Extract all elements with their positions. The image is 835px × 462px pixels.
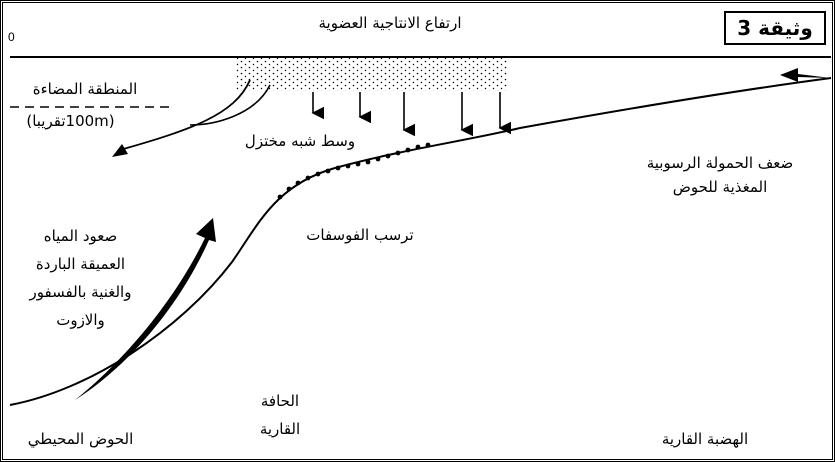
lit-zone-label: المنطقة المضاءة <box>32 80 138 98</box>
low-sediment-label-line2: المغذية للحوض <box>672 178 768 196</box>
organic-production-zone <box>236 57 508 91</box>
document-number-badge: وثيقة 3 <box>724 11 826 45</box>
seafloor-profile <box>9 77 832 406</box>
upwelling-arrow <box>75 218 216 400</box>
surface-zero-label: 0 <box>8 30 15 44</box>
lateral-flow-curve-2 <box>119 79 251 151</box>
sinking-organic-matter-arrows <box>311 92 512 137</box>
lit-zone-depth-label: (100mتقريبا) <box>26 112 115 130</box>
phosphate-deposit-dots <box>277 142 431 200</box>
low-sediment-label-line1: ضعف الحمولة الرسوبية <box>646 154 794 172</box>
organic-production-label: ارتفاع الانتاجية العضوية <box>318 14 462 32</box>
upwelling-label-line2: العميقة الباردة <box>35 255 126 273</box>
incoming-current-arrow <box>780 68 831 82</box>
phosphate-deposit-label: ترسب الفوسفات <box>306 226 414 244</box>
oceanic-basin-label: الحوض المحيطي <box>27 430 134 448</box>
upwelling-label-line1: صعود المياه <box>43 227 118 245</box>
upwelling-label-line3: والغنية بالفسفور <box>29 283 132 301</box>
continental-plateau-label: الهضبة القارية <box>661 430 749 448</box>
upwelling-label-line4: والازوت <box>56 311 105 329</box>
continental-edge-label-line2: القارية <box>259 420 301 438</box>
lateral-flow-arrowhead <box>112 144 128 157</box>
continental-edge-label-line1: الحافة <box>260 392 300 410</box>
semi-reduced-environment-label: وسط شبه مختزل <box>244 132 356 150</box>
